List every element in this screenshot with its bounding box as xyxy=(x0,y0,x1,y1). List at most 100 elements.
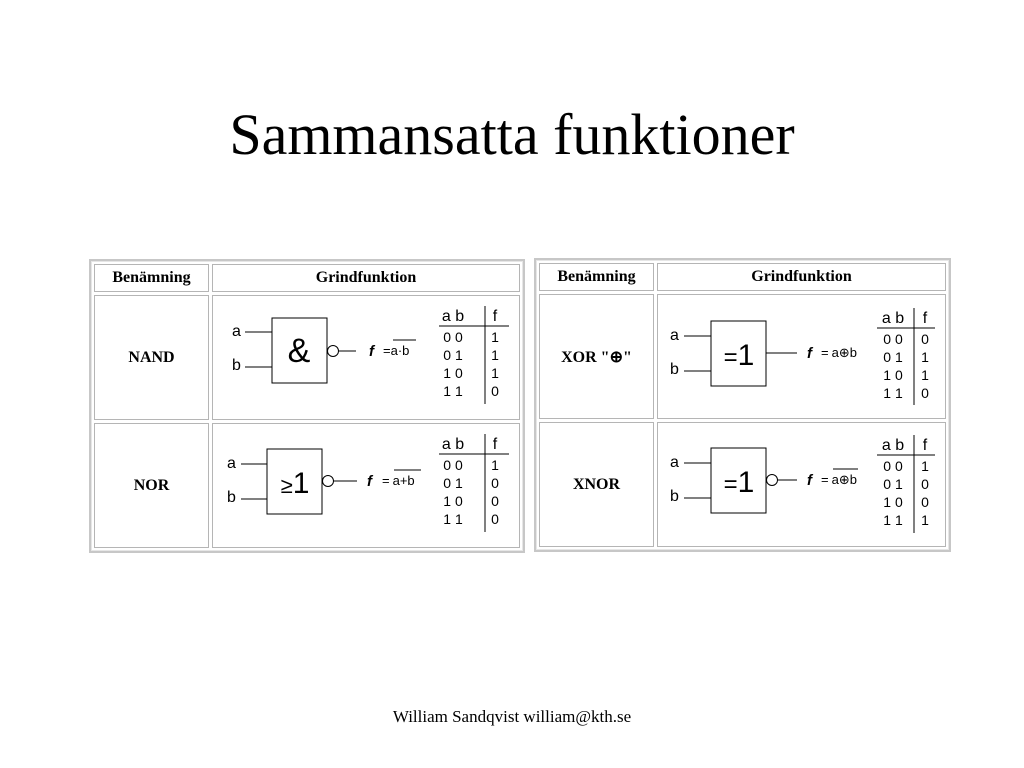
truth-row-output: 1 xyxy=(491,329,499,345)
truth-header-inputs: a b xyxy=(882,437,904,454)
input-a-label: a xyxy=(227,455,236,472)
truth-row-inputs: 1 0 xyxy=(443,365,463,381)
gate-function-cell: a b =1 f =a⊕b a b f 0 0 1 0 1 xyxy=(657,422,946,547)
expression-equals: = xyxy=(821,472,829,487)
gate-prefix: = xyxy=(724,344,738,371)
truth-row-output: 0 xyxy=(921,494,929,510)
input-b-label: b xyxy=(227,489,236,506)
gate-diagram-nor: a b ≥1 f =a+b a b f 0 0 1 0 1 xyxy=(227,434,509,532)
input-a-label: a xyxy=(232,323,241,340)
truth-row-output: 0 xyxy=(491,511,499,527)
truth-header-output: f xyxy=(923,437,928,454)
expression: =a·b xyxy=(383,343,409,358)
gate-symbol: 1 xyxy=(738,339,755,372)
gate-box xyxy=(266,448,323,515)
inversion-bubble xyxy=(322,475,334,487)
column-header-name: Benämning xyxy=(94,264,209,292)
gate-box xyxy=(710,447,767,514)
expression-operator: ⊕ xyxy=(839,345,850,360)
gate-symbol: 1 xyxy=(738,466,755,499)
truth-row-inputs: 1 1 xyxy=(443,383,463,399)
truth-row-output: 1 xyxy=(491,457,499,473)
expression-operator: ⊕ xyxy=(839,472,850,487)
truth-header-output: f xyxy=(493,436,498,453)
expression-equals: = xyxy=(821,345,829,360)
truth-row-inputs: 1 0 xyxy=(443,493,463,509)
gate-function-cell: a b & f =a·b a b f 0 0 1 0 1 xyxy=(212,295,520,420)
expression-operator: · xyxy=(398,343,402,358)
gate-diagram-xor: a b =1 f =a⊕b a b f 0 0 0 0 1 1 1 0 xyxy=(670,308,935,405)
gate-label: ≥1 xyxy=(281,467,310,500)
column-header-name: Benämning xyxy=(539,263,654,291)
gate-prefix: ≥ xyxy=(281,473,293,498)
truth-header-inputs: a b xyxy=(882,310,904,327)
gate-function-cell: a b =1 f =a⊕b a b f 0 0 0 0 1 1 1 0 xyxy=(657,294,946,419)
truth-row-output: 0 xyxy=(921,331,929,347)
slide-title: Sammansatta funktioner xyxy=(229,102,795,167)
truth-row-inputs: 1 1 xyxy=(883,385,903,401)
truth-row-output: 0 xyxy=(921,476,929,492)
expression: =a⊕b xyxy=(821,472,857,487)
inversion-bubble xyxy=(766,474,778,486)
input-b-label: b xyxy=(670,488,679,505)
gate-symbol: 1 xyxy=(293,467,310,500)
input-b-label: b xyxy=(232,357,241,374)
truth-row-inputs: 1 0 xyxy=(883,494,903,510)
table-row: NAND a b & f =a·b a b f 0 0 xyxy=(94,295,520,420)
truth-row-inputs: 0 0 xyxy=(443,457,463,473)
truth-row-output: 1 xyxy=(921,367,929,383)
inversion-bubble xyxy=(327,345,339,357)
gate-table-right: Benämning Grindfunktion XOR "⊕" a b =1 f… xyxy=(534,258,951,552)
truth-row-inputs: 0 0 xyxy=(443,329,463,345)
column-header-function: Grindfunktion xyxy=(212,264,520,292)
truth-header-inputs: a b xyxy=(442,308,464,325)
expression-b: b xyxy=(850,472,857,487)
expression-equals: = xyxy=(382,473,390,488)
gate-box xyxy=(271,317,328,384)
expression-operator: + xyxy=(400,473,408,488)
truth-row-inputs: 0 1 xyxy=(443,475,463,491)
expression-a: a xyxy=(391,343,399,358)
gate-function-cell: a b ≥1 f =a+b a b f 0 0 1 0 1 xyxy=(212,423,520,548)
column-header-function: Grindfunktion xyxy=(657,263,946,291)
truth-row-inputs: 0 1 xyxy=(883,349,903,365)
truth-row-output: 1 xyxy=(921,458,929,474)
table-row: NOR a b ≥1 f =a+b a b f 0 0 xyxy=(94,423,520,548)
truth-header-inputs: a b xyxy=(442,436,464,453)
truth-row-output: 0 xyxy=(491,383,499,399)
gate-name: XOR "⊕" xyxy=(539,294,654,419)
truth-header-output: f xyxy=(493,308,498,325)
gate-name: XNOR xyxy=(539,422,654,547)
truth-row-output: 1 xyxy=(491,365,499,381)
table-header-row: Benämning Grindfunktion xyxy=(539,263,946,291)
truth-row-output: 1 xyxy=(491,347,499,363)
expression-b: b xyxy=(407,473,414,488)
input-a-label: a xyxy=(670,454,679,471)
expression: =a⊕b xyxy=(821,345,857,360)
expression-equals: = xyxy=(383,343,391,358)
input-b-label: b xyxy=(670,361,679,378)
table-header-row: Benämning Grindfunktion xyxy=(94,264,520,292)
truth-row-output: 1 xyxy=(921,512,929,528)
truth-row-output: 0 xyxy=(921,385,929,401)
gate-label: =1 xyxy=(724,466,755,499)
truth-row-inputs: 0 0 xyxy=(883,331,903,347)
gate-symbol: & xyxy=(288,332,311,370)
f-label: f xyxy=(367,473,374,490)
expression-a: a xyxy=(832,345,840,360)
input-a-label: a xyxy=(670,327,679,344)
table-row: XOR "⊕" a b =1 f =a⊕b a b f 0 0 0 xyxy=(539,294,946,419)
truth-header-output: f xyxy=(923,310,928,327)
f-label: f xyxy=(807,345,814,362)
expression-b: b xyxy=(402,343,409,358)
expression-a: a xyxy=(832,472,840,487)
table-row: XNOR a b =1 f =a⊕b a b f 0 0 xyxy=(539,422,946,547)
truth-row-output: 0 xyxy=(491,493,499,509)
gate-name: NOR xyxy=(94,423,209,548)
gate-diagram-xnor: a b =1 f =a⊕b a b f 0 0 1 0 1 xyxy=(670,435,935,533)
f-label: f xyxy=(369,343,376,360)
expression: =a+b xyxy=(382,473,415,488)
expression-b: b xyxy=(850,345,857,360)
gate-label: =1 xyxy=(724,339,755,372)
truth-row-inputs: 0 0 xyxy=(883,458,903,474)
